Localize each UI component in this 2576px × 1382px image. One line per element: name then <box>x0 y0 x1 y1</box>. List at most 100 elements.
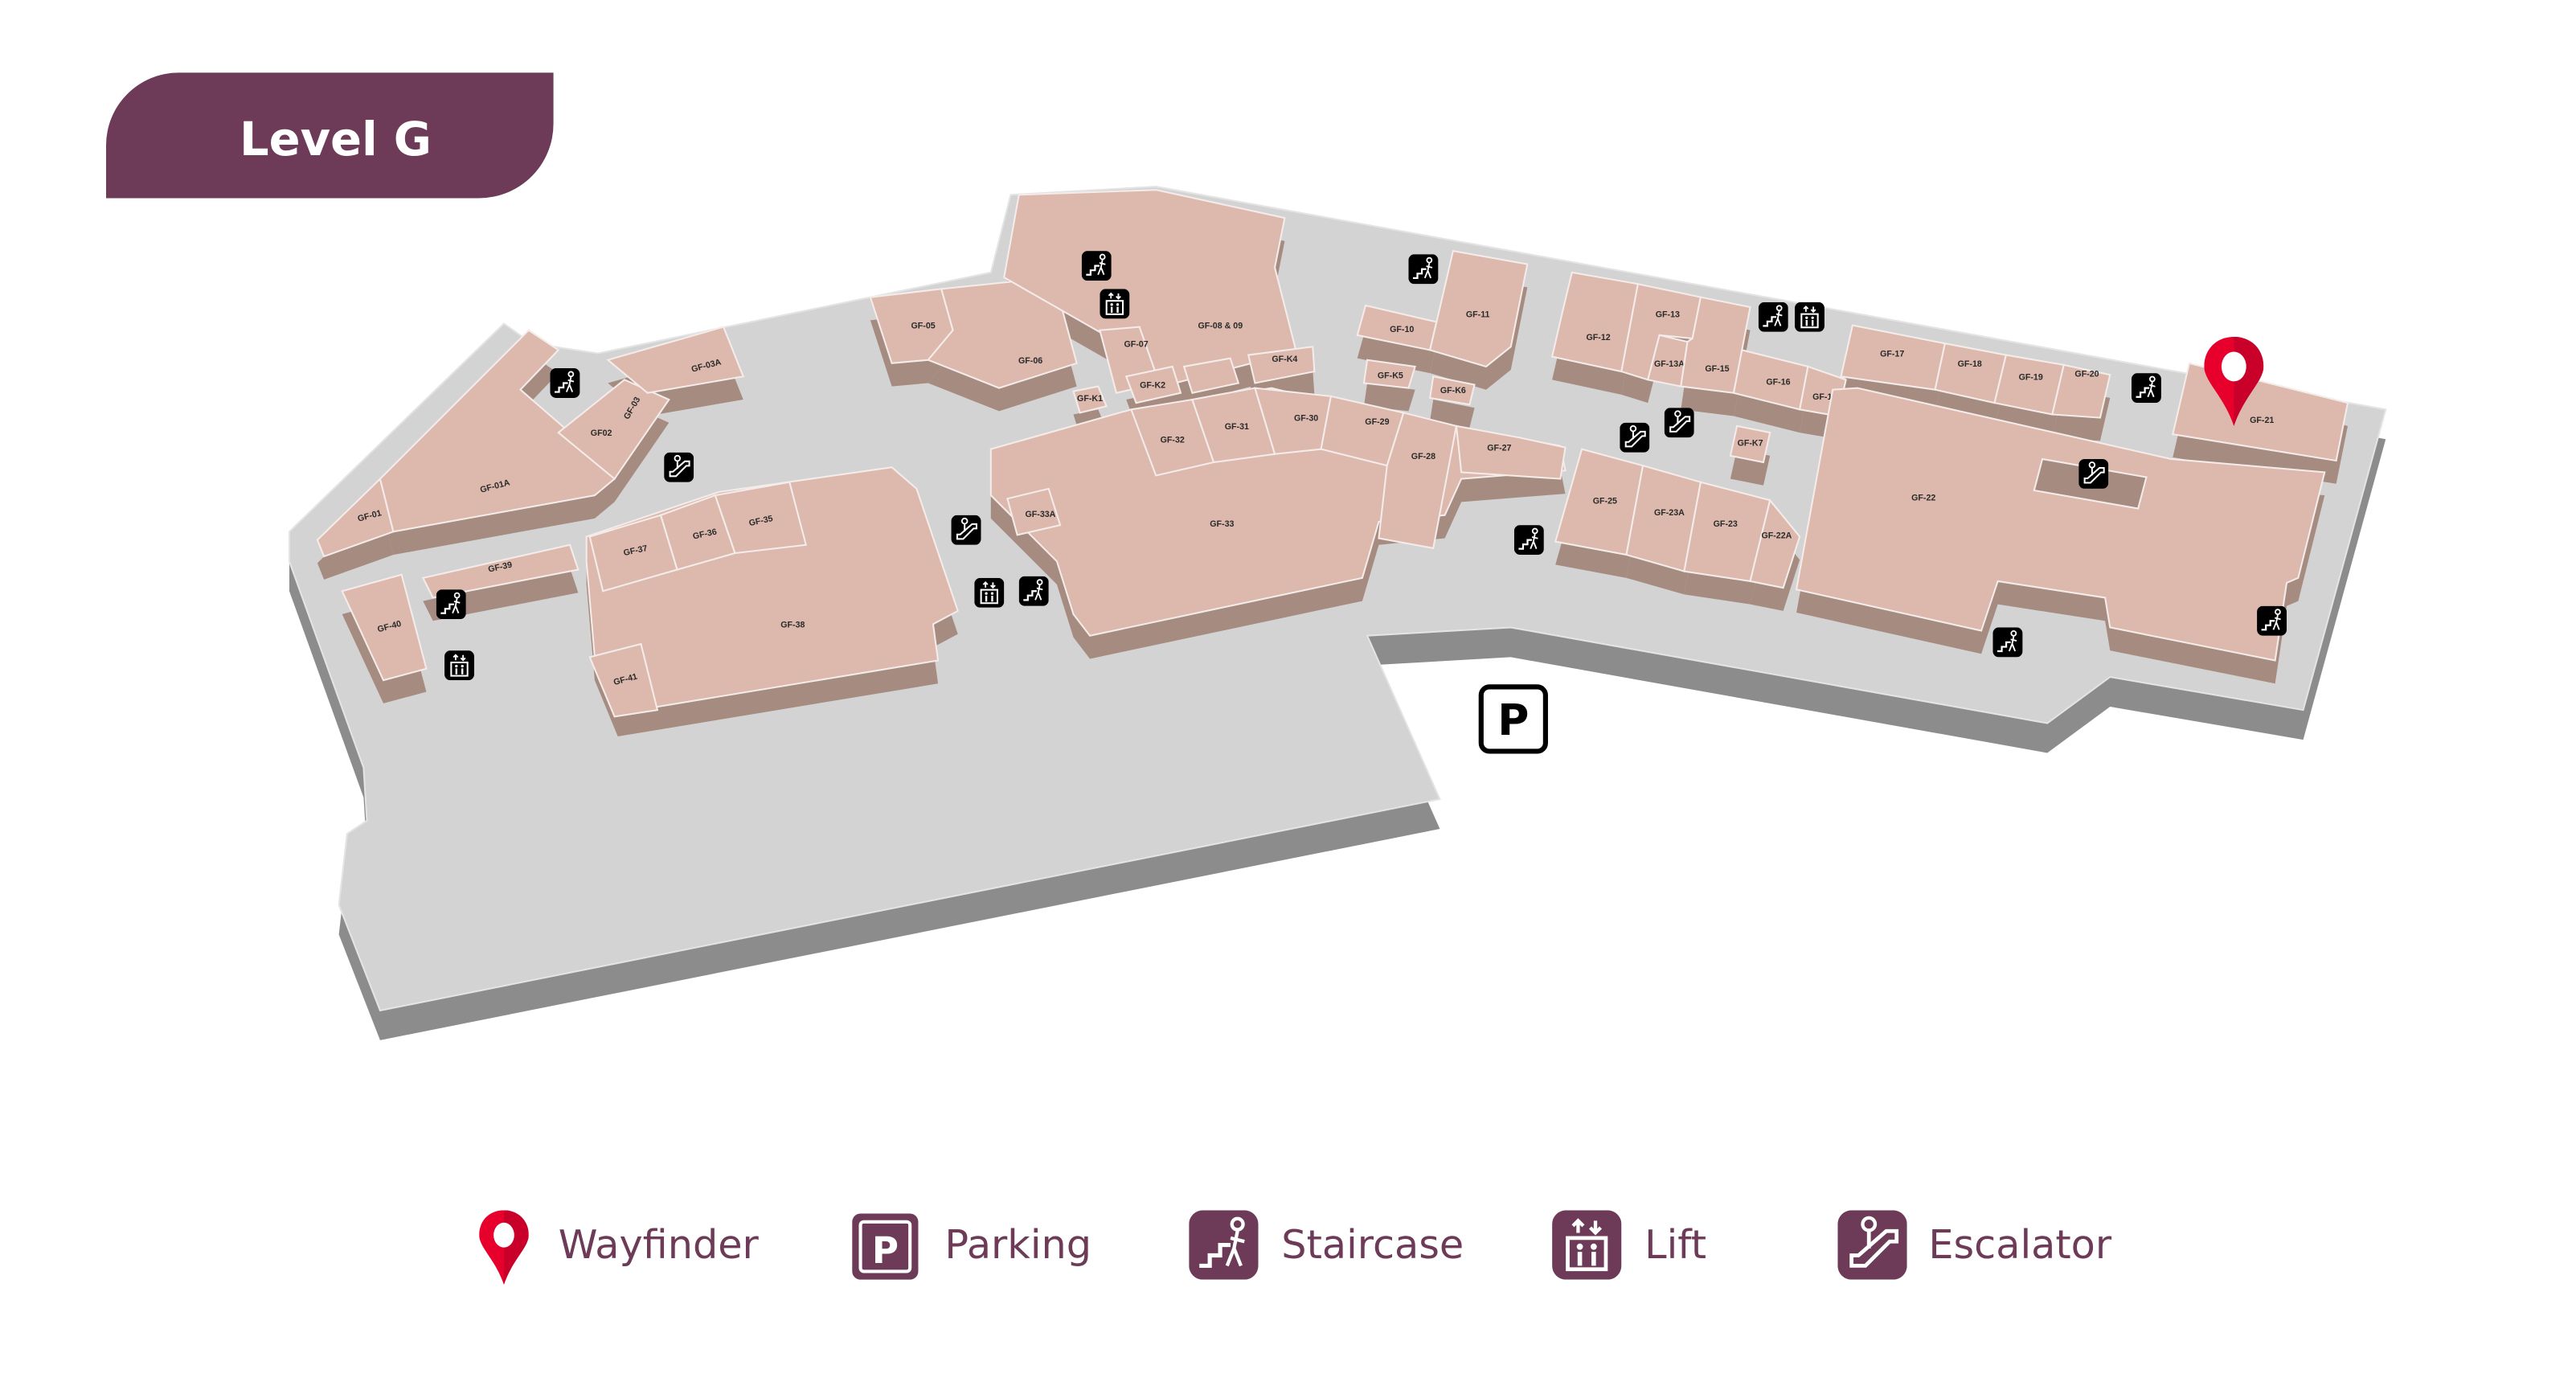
shop-label: GF-33 <box>1210 519 1234 529</box>
staircase-icon <box>1189 1210 1258 1279</box>
shop-label: GF-K6 <box>1440 386 1466 396</box>
staircase-icon[interactable] <box>2257 605 2287 636</box>
shop-label: GF-21 <box>2250 416 2274 425</box>
legend-label: Staircase <box>1281 1221 1464 1268</box>
shop-gf-05[interactable]: GF-05 <box>869 288 954 364</box>
staircase-icon[interactable] <box>1018 576 1049 606</box>
shop-label: GF-07 <box>1124 339 1148 349</box>
legend-item-staircase: Staircase <box>1189 1210 1464 1279</box>
shop-label: GF-13 <box>1656 310 1680 319</box>
shop-gf-k7[interactable]: GF-K7 <box>1729 424 1771 464</box>
shop-label: GF-28 <box>1411 452 1435 461</box>
shop-label: GF02 <box>591 429 612 438</box>
shop-label: GF-32 <box>1161 435 1185 445</box>
shop-label: GF-27 <box>1487 444 1511 453</box>
shop-gf-k6[interactable]: GF-K6 <box>1428 375 1476 406</box>
staircase-icon[interactable] <box>1758 301 1788 332</box>
staircase-icon[interactable] <box>436 589 466 620</box>
shop-label: GF-08 & 09 <box>1198 322 1243 331</box>
legend-item-lift: Lift <box>1552 1210 1706 1279</box>
shop-gf-20[interactable]: GF-20 <box>2051 363 2111 419</box>
shop-gf-33a[interactable]: GF-33A <box>1006 487 1062 536</box>
shop-label: GF-22 <box>1911 493 1935 502</box>
shop-gf-27[interactable]: GF-27 <box>1455 424 1566 480</box>
shop-label: GF-K2 <box>1140 381 1165 391</box>
staircase-icon[interactable] <box>1081 251 1112 281</box>
legend-item-parking: P Parking <box>852 1213 1091 1280</box>
shop-gf-30[interactable]: GF-30 <box>1253 387 1333 455</box>
shop-gf-31[interactable]: GF-31 <box>1191 387 1276 464</box>
shop-label: GF-13A <box>1654 359 1685 369</box>
shop-label: GF-10 <box>1390 325 1414 334</box>
legend-label: Parking <box>944 1221 1091 1268</box>
shop-gf-35[interactable]: GF-35 <box>714 481 808 555</box>
parking-marker[interactable]: P <box>1478 684 1548 754</box>
parking-icon <box>1478 684 1548 754</box>
shop-label: GF-06 <box>1018 356 1042 366</box>
shop-label: GF-15 <box>1705 364 1729 374</box>
svg-text:P: P <box>872 1229 899 1272</box>
shop-label: GF-18 <box>1958 359 1982 369</box>
lift-icon[interactable] <box>444 650 474 681</box>
wayfinder-pin-icon <box>479 1210 529 1285</box>
lift-icon[interactable] <box>974 577 1005 608</box>
shop-label: GF-20 <box>2074 369 2099 379</box>
shop-gf-22a[interactable]: GF-22A <box>1749 498 1801 589</box>
shop-wall <box>1430 400 1475 428</box>
escalator-icon[interactable] <box>951 515 981 545</box>
shop-gf-28[interactable]: GF-28 <box>1378 412 1458 550</box>
shop-wall <box>1363 383 1415 412</box>
shop-gf-03a[interactable]: GF-03A <box>606 326 745 394</box>
escalator-icon[interactable] <box>2078 458 2109 489</box>
shop-gf-k1[interactable]: GF-K1 <box>1072 385 1108 414</box>
staircase-icon[interactable] <box>550 367 580 398</box>
legend-item-escalator: Escalator <box>1837 1210 2112 1279</box>
parking-label: P <box>1497 695 1529 745</box>
staircase-icon[interactable] <box>1992 627 2023 658</box>
shop-gf-k5[interactable]: GF-K5 <box>1362 359 1416 389</box>
shop-label: GF-K1 <box>1077 394 1103 404</box>
shop-label: GF-K4 <box>1272 355 1297 364</box>
shop-label: GF-29 <box>1365 417 1389 427</box>
shop-gf-32[interactable]: GF-32 <box>1129 398 1215 477</box>
shop-gf-12[interactable]: GF-12 <box>1550 271 1640 373</box>
shop-label: GF-K7 <box>1738 439 1763 449</box>
shop-label: GF-11 <box>1466 310 1490 319</box>
shop-label: GF-19 <box>2019 372 2043 382</box>
legend-item-wayfinder: Wayfinder <box>479 1210 760 1285</box>
escalator-icon[interactable] <box>1664 408 1694 438</box>
level-title: Level G <box>240 113 432 166</box>
shop-label: GF-22A <box>1761 531 1792 541</box>
escalator-icon[interactable] <box>664 452 694 482</box>
shop-label: GF-23A <box>1654 508 1685 518</box>
shop-label: GF-31 <box>1225 422 1249 432</box>
level-header: Level G <box>106 72 554 199</box>
shop-gf-15[interactable]: GF-15 <box>1680 296 1751 394</box>
shop-gf-19[interactable]: GF-19 <box>1993 354 2066 416</box>
escalator-icon[interactable] <box>1620 422 1650 453</box>
lift-icon[interactable] <box>1795 301 1824 332</box>
shop-gf-k2[interactable]: GF-K2 <box>1124 365 1182 404</box>
staircase-icon[interactable] <box>2131 373 2161 404</box>
shop-gf-39[interactable]: GF-39 <box>421 543 579 599</box>
shop-gf-23a[interactable]: GF-23A <box>1625 464 1702 572</box>
shop-gf-k4[interactable]: GF-K4 <box>1247 346 1316 384</box>
lift-icon[interactable] <box>1100 289 1130 319</box>
level-badge <box>106 72 554 199</box>
shop-gf-41[interactable]: GF-41 <box>588 642 659 718</box>
shop-gf-40[interactable]: GF-40 <box>341 573 428 682</box>
legend-label: Lift <box>1644 1221 1706 1268</box>
legend-label: Wayfinder <box>559 1221 760 1268</box>
shop-label: GF-16 <box>1766 378 1790 388</box>
shop-label: GF-25 <box>1593 496 1617 506</box>
escalator-icon <box>1837 1210 1906 1279</box>
staircase-icon[interactable] <box>1513 525 1544 556</box>
shop-label: GF-05 <box>911 322 936 331</box>
staircase-icon[interactable] <box>1408 254 1439 285</box>
shop-unlabelled-kiosk[interactable] <box>1182 357 1240 394</box>
shop-gf-11[interactable]: GF-11 <box>1428 249 1529 368</box>
shop-label: GF-23 <box>1714 519 1738 529</box>
